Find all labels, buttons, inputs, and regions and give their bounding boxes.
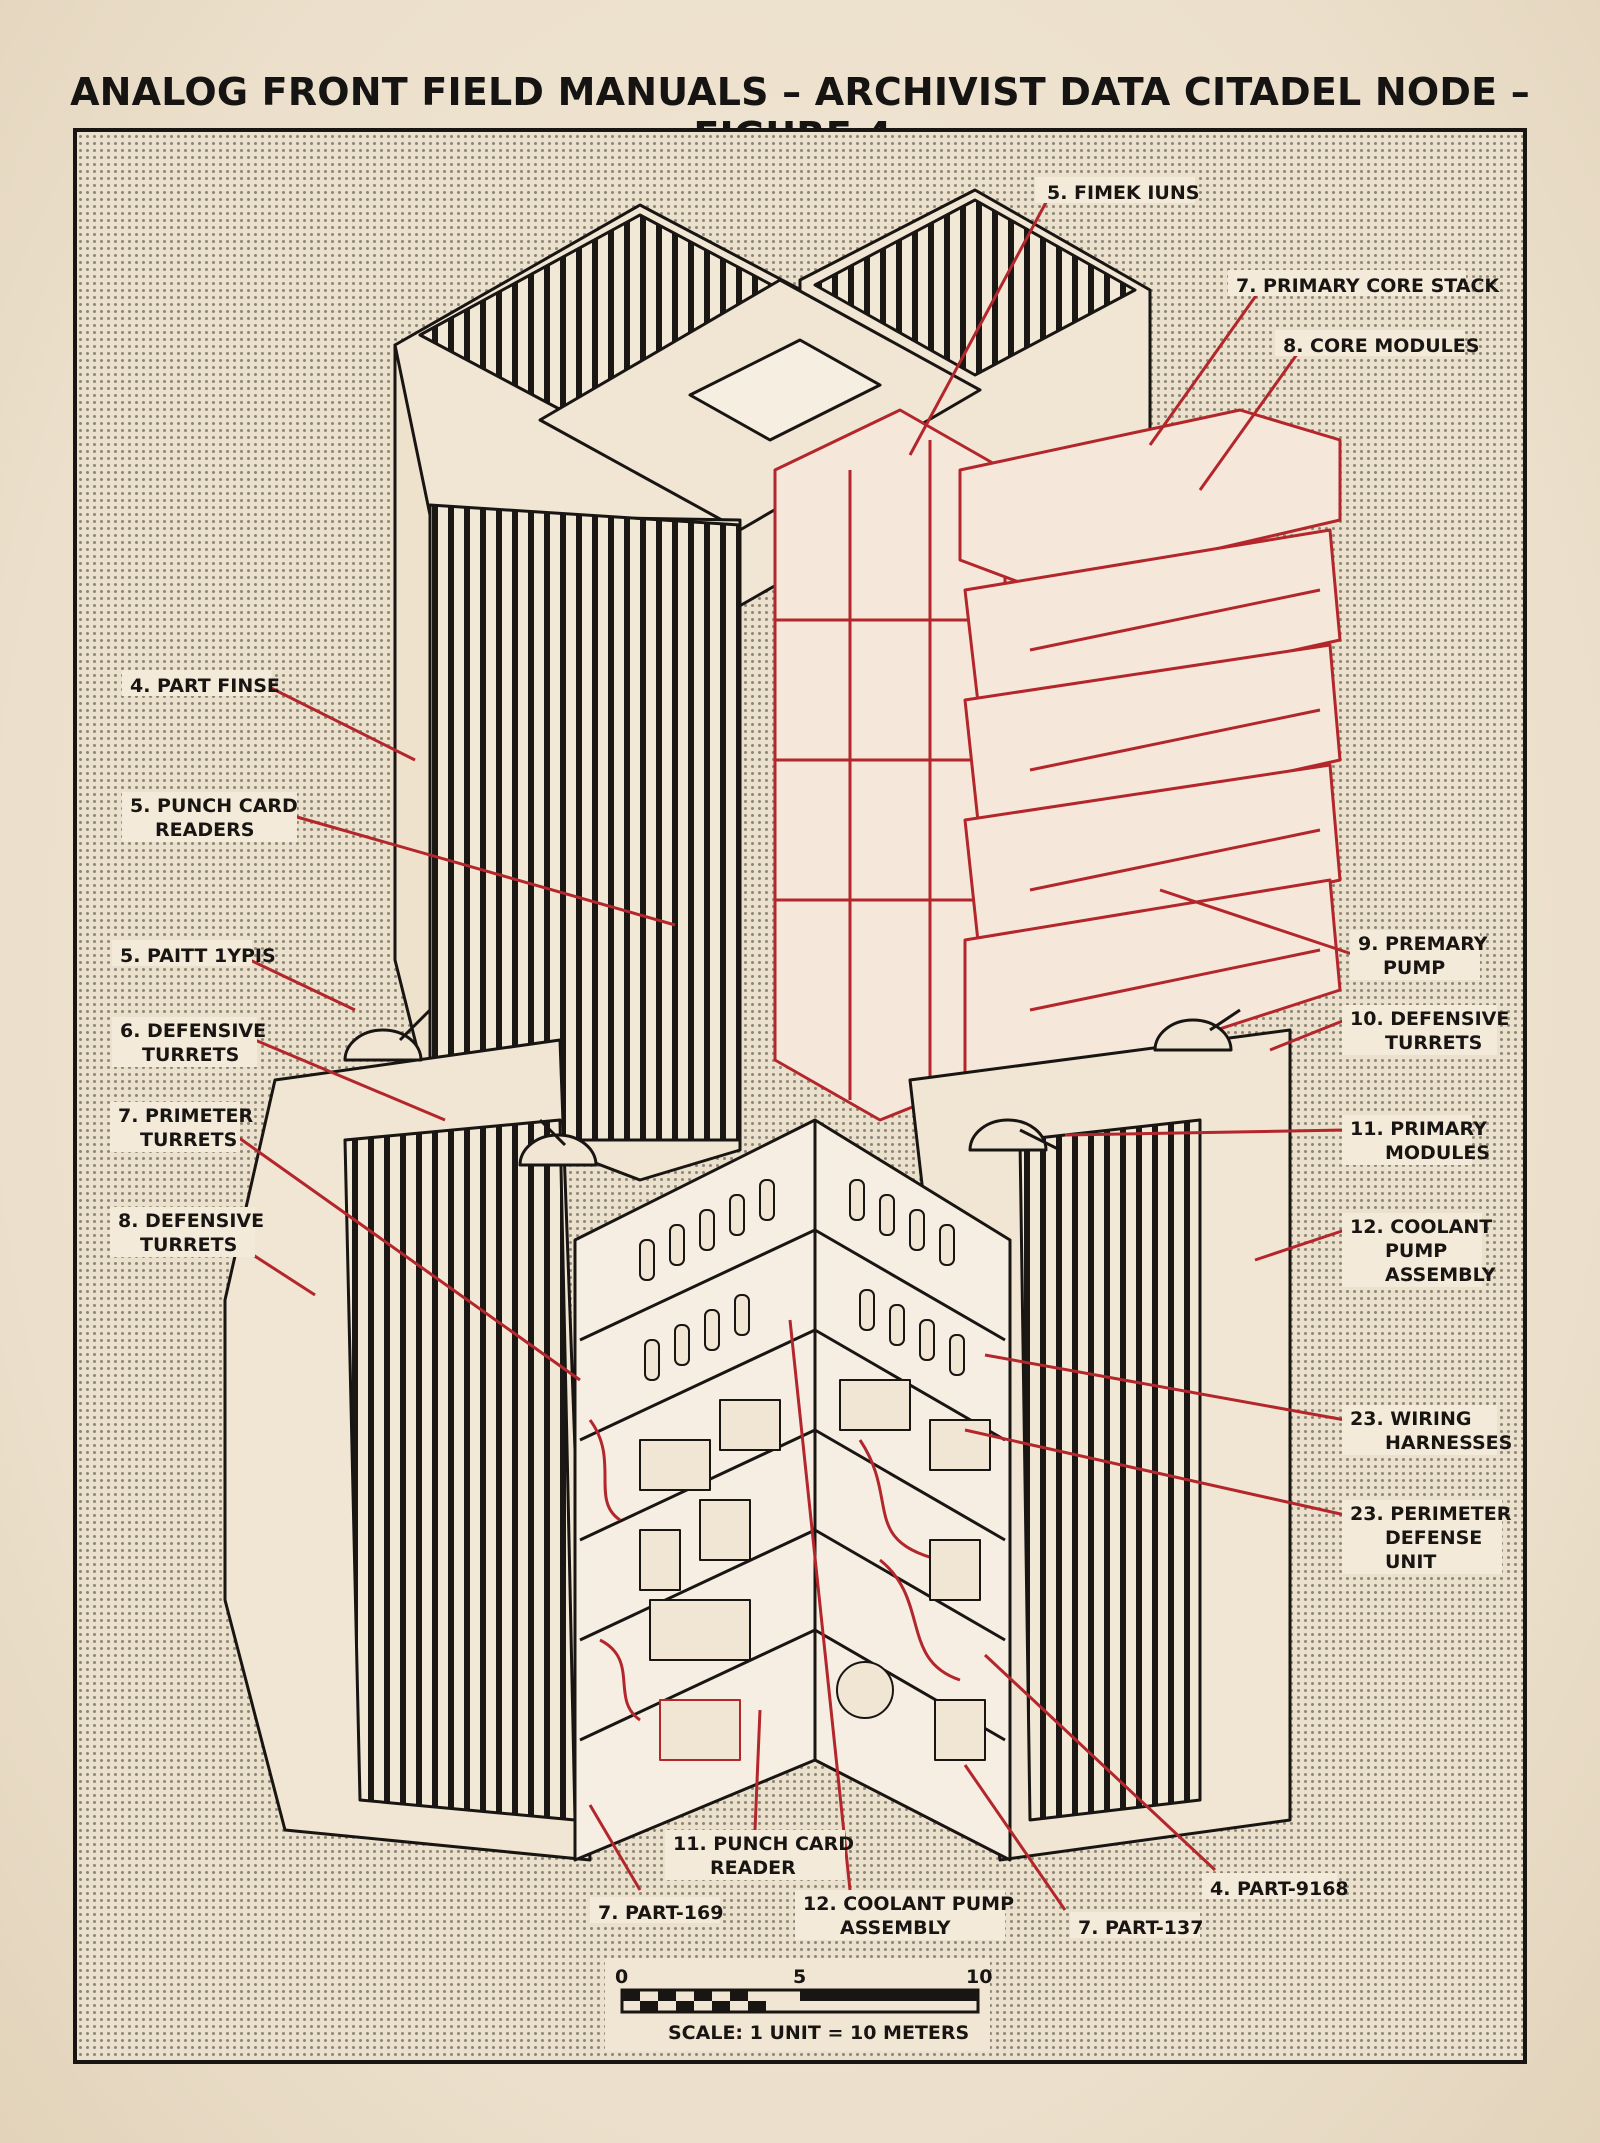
svg-text:TURRETS: TURRETS — [1385, 1032, 1482, 1054]
callout-c10: 9. PREMARY PUMP — [1350, 930, 1488, 980]
svg-text:TURRETS: TURRETS — [142, 1044, 239, 1066]
callout-c14: 23. WIRING HARNESSES — [1342, 1405, 1512, 1455]
svg-text:DEFENSE: DEFENSE — [1385, 1527, 1482, 1549]
svg-text:4. PART FINSE: 4. PART FINSE — [130, 675, 280, 697]
figure-title: ANALOG FRONT FIELD MANUALS – ARCHIVIST D… — [70, 70, 1530, 158]
leader-c13 — [1254, 1228, 1346, 1262]
leader-c7 — [254, 1038, 446, 1122]
back-fin-block-right-fins — [813, 198, 1137, 377]
primary-core-stack — [773, 408, 1342, 1122]
callout-c19: 7. PART-137 — [1070, 1912, 1203, 1939]
svg-text:5. FIMEK IUNS: 5. FIMEK IUNS — [1047, 182, 1199, 204]
defensive-turrets — [343, 1008, 1241, 1167]
callout-c5: 5. PUNCH CARD READERS — [122, 792, 298, 842]
svg-text:HARNESSES: HARNESSES — [1385, 1432, 1512, 1454]
leader-c6 — [249, 958, 356, 1012]
svg-text:READERS: READERS — [155, 819, 254, 841]
tower-fins — [428, 503, 742, 1142]
core-module-3 — [963, 763, 1342, 962]
leader-c18 — [788, 1319, 852, 1891]
citadel-structure — [223, 188, 1342, 1862]
callout-c17: 7. PART-169 — [590, 1897, 723, 1924]
callout-c9: 8. DEFENSIVE TURRETS — [110, 1207, 264, 1257]
svg-text:7. PRIMETER: 7. PRIMETER — [118, 1105, 254, 1127]
callout-c18: 12. COOLANT PUMP ASSEMBLY — [795, 1890, 1014, 1940]
leader-c2 — [1148, 289, 1262, 446]
svg-text:UNIT: UNIT — [1385, 1551, 1436, 1573]
svg-text:TURRETS: TURRETS — [140, 1129, 237, 1151]
svg-text:ASSEMBLY: ASSEMBLY — [840, 1917, 951, 1939]
core-module-2 — [963, 643, 1342, 842]
callout-c6: 5. PAITT 1YPIS — [112, 940, 276, 967]
svg-text:7. PRIMARY CORE STACK: 7. PRIMARY CORE STACK — [1236, 275, 1500, 297]
callout-c1: 5. FIMEK IUNS — [1035, 177, 1199, 204]
leader-c5 — [289, 813, 676, 927]
scale-bar: 0 5 10 SCALE: 1 UNIT = 10 METERS — [605, 1958, 992, 2051]
svg-text:TURRETS: TURRETS — [140, 1234, 237, 1256]
svg-text:23. PERIMETER: 23. PERIMETER — [1350, 1503, 1512, 1525]
leader-c3 — [1198, 349, 1302, 491]
leader-c14 — [984, 1353, 1346, 1422]
callout-c2: 7. PRIMARY CORE STACK — [1228, 270, 1500, 297]
callout-c7: 6. DEFENSIVE TURRETS — [112, 1017, 266, 1067]
interior-equipment — [639, 1379, 991, 1761]
leader-c17 — [588, 1804, 642, 1891]
callout-labels: 5. FIMEK IUNS 7. PRIMARY CORE STACK 8. C… — [110, 177, 1512, 1940]
svg-text:6. DEFENSIVE: 6. DEFENSIVE — [120, 1020, 266, 1042]
callout-c11: 10. DEFENSIVE TURRETS — [1342, 1005, 1509, 1055]
leader-c12 — [1064, 1128, 1346, 1137]
svg-text:5. PAITT 1YPIS: 5. PAITT 1YPIS — [120, 945, 276, 967]
svg-text:11. PRIMARY: 11. PRIMARY — [1350, 1118, 1487, 1140]
svg-text:23. WIRING: 23. WIRING — [1350, 1408, 1472, 1430]
svg-text:10. DEFENSIVE: 10. DEFENSIVE — [1350, 1008, 1509, 1030]
callout-c4: 4. PART FINSE — [122, 670, 280, 697]
svg-text:8. DEFENSIVE: 8. DEFENSIVE — [118, 1210, 264, 1232]
callout-c13: 12. COOLANT PUMP ASSEMBLY — [1342, 1213, 1496, 1287]
leader-c11 — [1269, 1018, 1346, 1052]
leader-c4 — [264, 683, 416, 762]
scale-label: SCALE: 1 UNIT = 10 METERS — [668, 2022, 969, 2044]
svg-text:12. COOLANT PUMP: 12. COOLANT PUMP — [803, 1893, 1014, 1915]
callout-c8: 7. PRIMETER TURRETS — [110, 1102, 254, 1152]
svg-text:MODULES: MODULES — [1385, 1142, 1490, 1164]
callout-c3: 8. CORE MODULES — [1275, 330, 1479, 357]
callout-c20: 4. PART-9168 — [1202, 1873, 1349, 1900]
leader-c10 — [1159, 888, 1356, 957]
callout-c12: 11. PRIMARY MODULES — [1342, 1115, 1490, 1165]
svg-text:READER: READER — [710, 1857, 796, 1879]
base-left-fins — [343, 1118, 577, 1822]
scale-tick-5: 5 — [793, 1966, 806, 1988]
svg-text:PUMP: PUMP — [1385, 1240, 1447, 1262]
svg-text:7. PART-169: 7. PART-169 — [598, 1902, 723, 1924]
leader-c16 — [753, 1709, 762, 1831]
scale-bar-segments — [622, 1990, 978, 2012]
vacuum-tubes — [639, 1179, 965, 1381]
callout-c16: 11. PUNCH CARD READER — [665, 1830, 854, 1880]
svg-text:9. PREMARY: 9. PREMARY — [1358, 933, 1488, 955]
leader-lines — [229, 194, 1356, 1911]
leader-c19 — [963, 1764, 1067, 1911]
svg-text:5. PUNCH CARD: 5. PUNCH CARD — [130, 795, 298, 817]
svg-text:4. PART-9168: 4. PART-9168 — [1210, 1878, 1349, 1900]
central-top-hatch — [688, 338, 882, 442]
callout-c15: 23. PERIMETER DEFENSE UNIT — [1342, 1500, 1512, 1574]
svg-text:11. PUNCH CARD: 11. PUNCH CARD — [673, 1833, 854, 1855]
leader-c20 — [983, 1653, 1217, 1872]
wiring-harnesses — [588, 1419, 961, 1722]
svg-text:PUMP: PUMP — [1383, 957, 1445, 979]
leader-c8 — [234, 1133, 581, 1382]
scale-tick-10: 10 — [966, 1966, 992, 1988]
svg-text:12. COOLANT: 12. COOLANT — [1350, 1216, 1492, 1238]
svg-text:7. PART-137: 7. PART-137 — [1078, 1917, 1203, 1939]
leader-c1 — [908, 194, 1052, 456]
scale-tick-0: 0 — [615, 1966, 628, 1988]
base-right-fins — [1018, 1118, 1202, 1822]
core-module-top — [958, 408, 1342, 592]
svg-text:8. CORE MODULES: 8. CORE MODULES — [1283, 335, 1479, 357]
svg-text:ASSEMBLY: ASSEMBLY — [1385, 1264, 1496, 1286]
leader-c15 — [964, 1428, 1346, 1517]
